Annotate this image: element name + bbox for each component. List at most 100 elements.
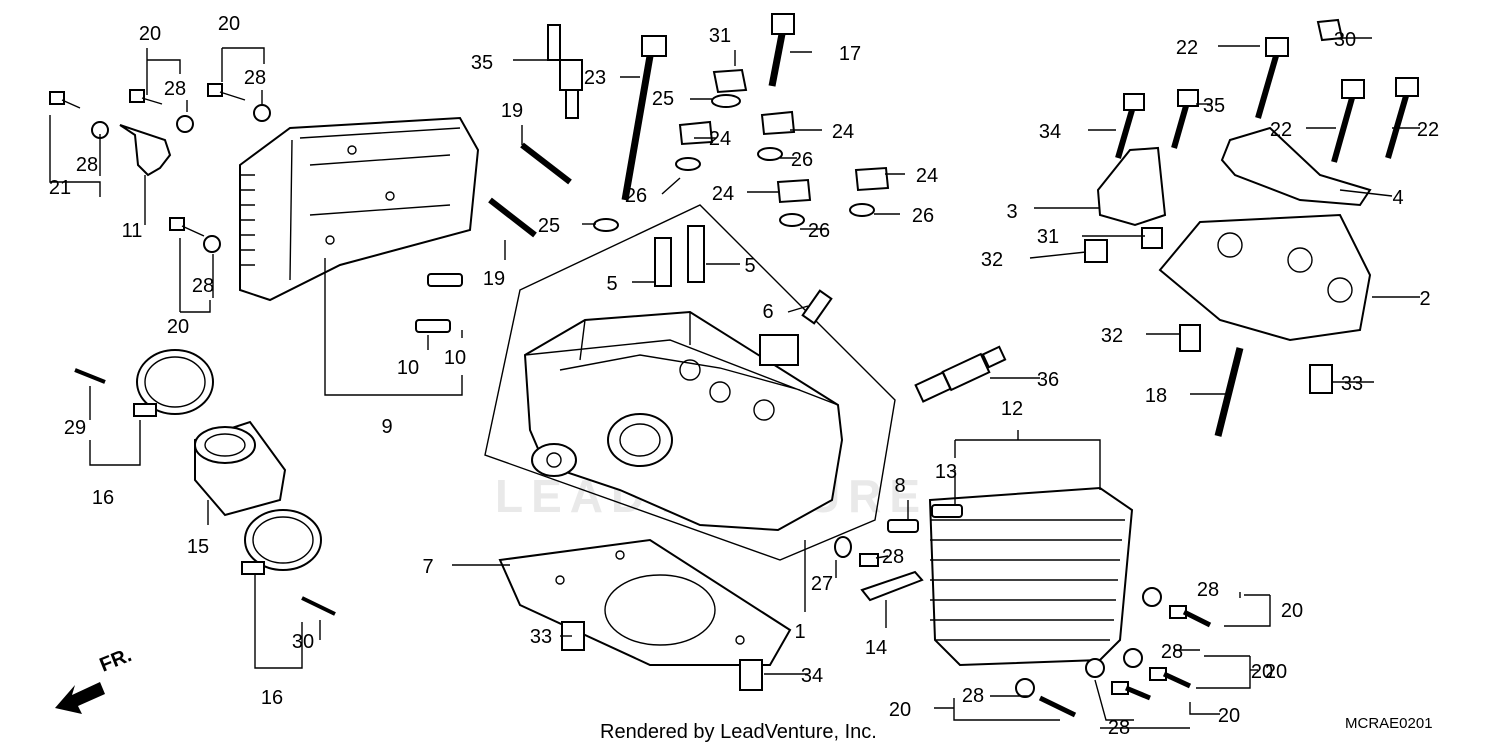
callout-label: 22 (1417, 119, 1439, 141)
front-direction-arrow: FR. (55, 644, 135, 714)
bolts-upper-left (49, 83, 271, 253)
spark-plug-part (547, 24, 583, 119)
leader-line (954, 430, 1101, 490)
leader-line (1339, 189, 1393, 197)
leader-line (661, 177, 681, 195)
callout-label: 20 (1251, 661, 1273, 683)
callout-label: 33 (530, 626, 552, 648)
leader-line (221, 47, 265, 82)
callout-label: 17 (839, 43, 861, 65)
callout-label: 20 (1281, 600, 1303, 622)
leader-line (324, 258, 463, 396)
callout-label: 20 (1265, 661, 1287, 683)
head-cover-part (239, 116, 480, 302)
callout-label: 11 (122, 220, 143, 242)
callout-label: 18 (1145, 385, 1167, 407)
callout-label: 32 (981, 249, 1003, 271)
callout-label: 24 (709, 128, 731, 150)
callout-label: 26 (791, 149, 813, 171)
insulator-part (194, 420, 287, 517)
callout-label: 10 (444, 347, 466, 369)
callout-label: 9 (381, 416, 392, 438)
callout-label: 3 (1006, 201, 1017, 223)
callout-label: 12 (1001, 398, 1023, 420)
callout-label: 32 (1101, 325, 1123, 347)
assembly-outline (484, 204, 896, 561)
leader-line (1196, 655, 1251, 689)
callout-label: 33 (1341, 373, 1363, 395)
callout-label: 28 (1197, 579, 1219, 601)
callout-label: 8 (894, 475, 905, 497)
callout-label: 28 (76, 154, 98, 176)
callout-label: 28 (164, 78, 186, 100)
dowel-8-part (887, 519, 919, 533)
callout-label: 5 (606, 273, 617, 295)
callout-label: 10 (397, 357, 419, 379)
washer-part (834, 536, 852, 558)
callout-label: 28 (192, 275, 214, 297)
dowel-34-part (739, 659, 763, 691)
footer-credit: Rendered by LeadVenture, Inc. (600, 721, 877, 743)
callout-label: 35 (471, 52, 493, 74)
leader-line (1224, 594, 1271, 627)
callout-label: 34 (1039, 121, 1061, 143)
callout-label: 16 (261, 687, 283, 709)
callout-label: 19 (501, 100, 523, 122)
callout-label: 28 (882, 546, 904, 568)
callout-label: 25 (538, 215, 560, 237)
callout-label: 2 (1419, 288, 1430, 310)
stud-part (488, 197, 537, 238)
spark-plug-part (914, 345, 1007, 403)
callout-label: 20 (218, 13, 240, 35)
callout-label: 24 (916, 165, 938, 187)
callout-label: 6 (762, 301, 773, 323)
leader-line (254, 575, 303, 669)
callout-label: 30 (1334, 29, 1356, 51)
callout-label: 26 (625, 185, 647, 207)
dowel-part (427, 273, 463, 287)
callout-label: 25 (652, 88, 674, 110)
callout-label: 23 (584, 67, 606, 89)
callout-label: 34 (801, 665, 823, 687)
callout-label: 20 (889, 699, 911, 721)
callout-label: 31 (709, 25, 731, 47)
leader-line (875, 555, 889, 559)
callout-label: 16 (92, 487, 114, 509)
leader-line (179, 238, 211, 313)
leader-line (1029, 251, 1087, 259)
valve-guides (654, 225, 833, 325)
callout-label: 36 (1037, 369, 1059, 391)
direction-label: FR. (97, 644, 135, 676)
callout-label: 4 (1392, 187, 1403, 209)
callout-label: 21 (49, 177, 71, 199)
callout-label: 20 (1218, 705, 1240, 727)
dowel-33-part (1309, 364, 1333, 394)
cylinder-head-part (523, 310, 844, 532)
stud-18-part (1214, 347, 1244, 437)
callout-label: 26 (808, 220, 830, 242)
callout-label: 24 (712, 183, 734, 205)
callout-label: 5 (744, 255, 755, 277)
callout-label: 30 (292, 631, 314, 653)
head-gasket-part (498, 538, 792, 666)
diagram-code: MCRAE0201 (1345, 715, 1433, 732)
callout-label: 1 (794, 621, 805, 643)
callout-label: 15 (187, 536, 209, 558)
holder-3-part (1096, 146, 1167, 227)
leader-lines (49, 37, 1420, 729)
dowel-part (415, 319, 451, 333)
callout-label: 14 (865, 637, 887, 659)
leader-line (787, 305, 809, 313)
callout-label: 35 (1203, 95, 1225, 117)
callout-label: 28 (1161, 641, 1183, 663)
callout-label: 28 (962, 685, 984, 707)
dowel-32-part (1141, 227, 1163, 249)
dowel-13-part (931, 504, 963, 518)
plate-4-part (1220, 126, 1372, 207)
leader-line (89, 420, 141, 466)
callout-label: 31 (1037, 226, 1059, 248)
callout-label: 27 (811, 573, 833, 595)
